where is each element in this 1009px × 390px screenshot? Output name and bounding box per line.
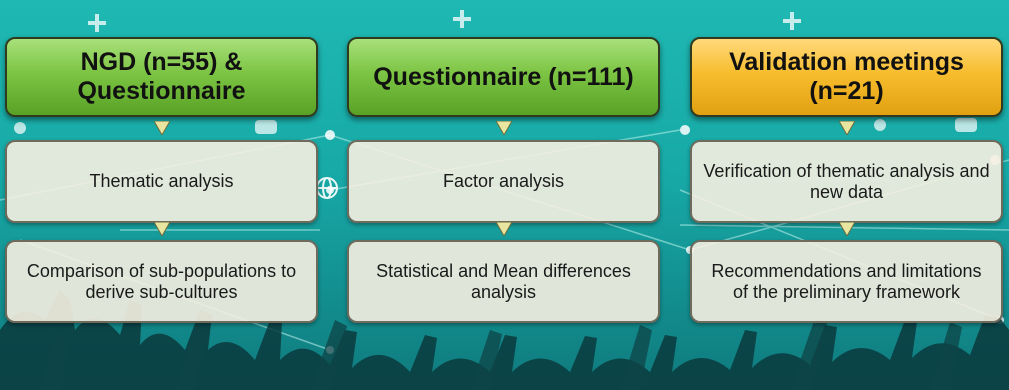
down-arrow-icon xyxy=(154,121,170,135)
step-mean-differences: Statistical and Mean differences analysi… xyxy=(347,240,660,323)
down-arrow-icon xyxy=(496,222,512,236)
down-arrow-icon xyxy=(496,121,512,135)
column-questionnaire: Questionnaire (n=111) Factor analysis St… xyxy=(347,0,660,390)
down-arrow-icon xyxy=(839,121,855,135)
down-arrow-icon xyxy=(154,222,170,236)
column-header-questionnaire: Questionnaire (n=111) xyxy=(347,37,660,117)
column-header-ngd: NGD (n=55) & Questionnaire xyxy=(5,37,318,117)
step-verification: Verification of thematic analysis and ne… xyxy=(690,140,1003,223)
column-validation: Validation meetings (n=21) Verification … xyxy=(690,0,1003,390)
step-factor-analysis: Factor analysis xyxy=(347,140,660,223)
step-recommendations: Recommendations and limitations of the p… xyxy=(690,240,1003,323)
down-arrow-icon xyxy=(839,222,855,236)
column-ngd: NGD (n=55) & Questionnaire Thematic anal… xyxy=(5,0,318,390)
column-header-validation: Validation meetings (n=21) xyxy=(690,37,1003,117)
step-subpopulation-comparison: Comparison of sub-populations to derive … xyxy=(5,240,318,323)
step-thematic-analysis: Thematic analysis xyxy=(5,140,318,223)
